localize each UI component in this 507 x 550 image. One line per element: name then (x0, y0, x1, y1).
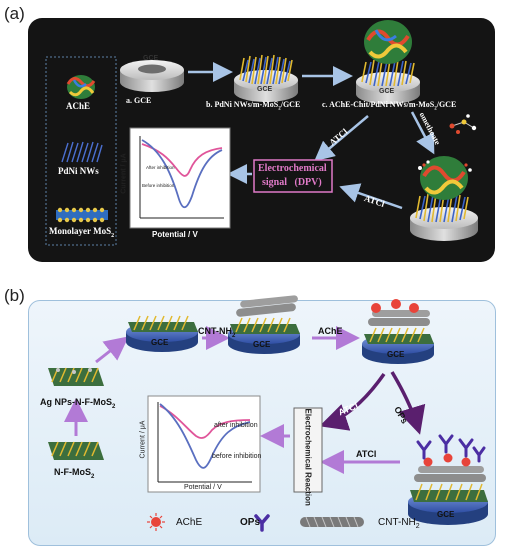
legend-cnt-icon (300, 516, 364, 528)
legend-mos2-label: Monolayer MoS2 (49, 226, 115, 239)
dpv-chart-a (129, 127, 231, 229)
ops-markers (416, 434, 486, 463)
dpv-b-xlabel: Potential / V (184, 484, 222, 491)
signal-line-2: signal (DPV) (262, 177, 322, 188)
arrow-d-to-signal (339, 183, 403, 210)
signal-line-1: Electrochemical (258, 163, 327, 174)
step-c-label: c. AChE-Chit/PdNi NWs/m-MoS2/GCE (322, 100, 457, 112)
electrode-pdni-mos2 (234, 54, 298, 102)
electrode-bare-gce (120, 60, 184, 92)
atcl-lower-label-b: ATCl (356, 449, 377, 459)
dpv-b-after-label: after inhibition (214, 422, 258, 429)
electrode-inhibited (410, 156, 478, 241)
electrode-label-b: GCE (257, 86, 273, 93)
nf-mos2-layer (48, 441, 104, 460)
electrode-b4-label: GCE (437, 510, 455, 519)
legend-ops-text: OPs (240, 517, 261, 528)
electrode-b2-label: GCE (253, 340, 271, 349)
legend-box (45, 56, 117, 246)
dpv-b-before-label: before inhibition (212, 453, 262, 460)
electrode-b1-label: GCE (151, 338, 169, 347)
panel-a-drawing (45, 20, 478, 246)
electrode-label-c: GCE (379, 88, 395, 95)
pdni-nanowire-icon (61, 141, 103, 163)
nf-mos2-label: N-F-MoS2 (54, 467, 95, 480)
step-a-label: a. GCE (126, 96, 152, 105)
dpv-b-ylabel: Current / μA (139, 420, 147, 459)
dpv-curve-after-inhibition-a (141, 143, 223, 177)
ache-enzyme-markers (371, 299, 419, 313)
panel-b-drawing (48, 295, 488, 532)
legend-ache-icon (147, 513, 165, 531)
panel-a-label: (a) (4, 4, 25, 23)
legend-cnt-text: CNT-NH2 (378, 517, 420, 530)
reaction-box (293, 407, 323, 493)
omethoate-molecule (449, 114, 477, 134)
dpv-a-ylabel: Current / μA (120, 153, 128, 194)
dpv-a-xlabel: Potential / V (152, 230, 198, 239)
dpv-a-before-label: Before inhibition (142, 183, 175, 188)
arrow-e3-to-e4-ops (390, 371, 426, 435)
reaction-label: Electrochemical Reaction (303, 408, 313, 506)
cnt-arrow-label: CNT-NH2 (198, 326, 236, 339)
step-b-label: b. PdNi NWs/m-MoS2/GCE (206, 100, 301, 112)
electrode-ache-modified (356, 20, 420, 104)
ache-protein-icon (66, 75, 96, 99)
electrode-label-a: GCE (143, 55, 159, 62)
panel-b-label: (b) (4, 286, 25, 305)
dpv-a-after-label: After inhibition (146, 165, 175, 170)
dpv-curve-before-inhibition-a (141, 139, 223, 209)
electrode-b3-label: GCE (387, 350, 405, 359)
ag-nps-layer (48, 367, 104, 386)
dpv-chart-b (147, 395, 261, 493)
electrode-b4 (408, 434, 488, 525)
ache-arrow-label: AChE (318, 326, 343, 336)
mos2-layer-icon (56, 207, 108, 223)
legend-pdni-label: PdNi NWs (58, 166, 99, 176)
dpv-curve-before-inhibition-b (159, 403, 251, 469)
arrow-c-to-signal (314, 115, 369, 162)
arrow-e3-to-reaction-atcl (319, 372, 386, 431)
electrode-b1 (126, 315, 198, 352)
arrow-ag-to-electrode1 (95, 336, 129, 364)
legend-ache-label: AChE (66, 101, 91, 111)
electrode-b3 (362, 299, 434, 364)
legend-ache-text: AChE (176, 517, 203, 528)
signal-box (253, 159, 333, 193)
legend-ops-icon (254, 514, 270, 532)
dpv-curve-after-inhibition-b (159, 405, 251, 439)
arrow-c-to-d (410, 111, 435, 155)
electrode-b2 (228, 295, 300, 354)
ag-nps-label: Ag NPs-N-F-MoS2 (40, 397, 116, 410)
